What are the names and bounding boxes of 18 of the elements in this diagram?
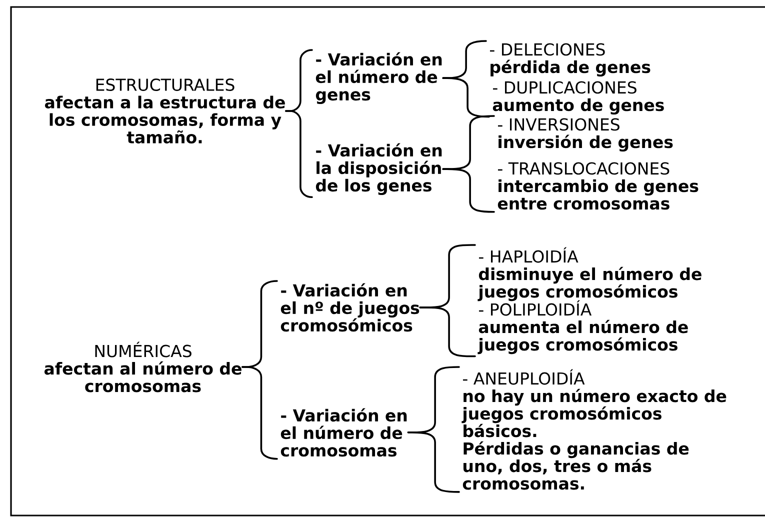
concept-text: - HAPLOIDÍA disminuye el número de juegos cromosómicos <box>478 247 702 302</box>
concept-text: ESTRUCTURALES afectan a la estructura de los cromosomas, forma y tamaño. <box>45 78 285 144</box>
concept-text: - TRANSLOCACIONES intercambio de genes entre cromosomas <box>498 162 698 210</box>
curly-brace <box>407 366 460 493</box>
concept-text: - DUPLICACIONES aumento de genes <box>492 81 664 114</box>
concept-text: NUMÉRICAS afectan al número de cromosomas <box>44 342 242 392</box>
concept-text: - ANEUPLOIDÍA no hay un número exacto de juegos cromosómicos básicos. Pérdidas o ganancias de uno, dos, tres o más cromosomas. <box>462 369 726 490</box>
brace-arm <box>242 366 278 460</box>
concept-text: - Variación en el nº de juegos cromosómicos <box>280 283 420 332</box>
brace-arm <box>442 77 490 118</box>
brace-arm <box>442 168 495 213</box>
concept-text: - Variación en el número de cromosomas <box>280 408 407 457</box>
concept-text: - Variación en el número de genes <box>316 52 442 104</box>
brace-arm <box>419 306 476 358</box>
concept-text: - Variación en la disposición de los genes <box>316 143 442 195</box>
concept-text: - INVERSIONES inversión de genes <box>498 118 673 152</box>
concept-text: - POLIPLOIDÍA aumenta el número de juegos cromosómicos <box>478 300 688 354</box>
concept-text: - DELECIONES pérdida de genes <box>490 43 650 76</box>
